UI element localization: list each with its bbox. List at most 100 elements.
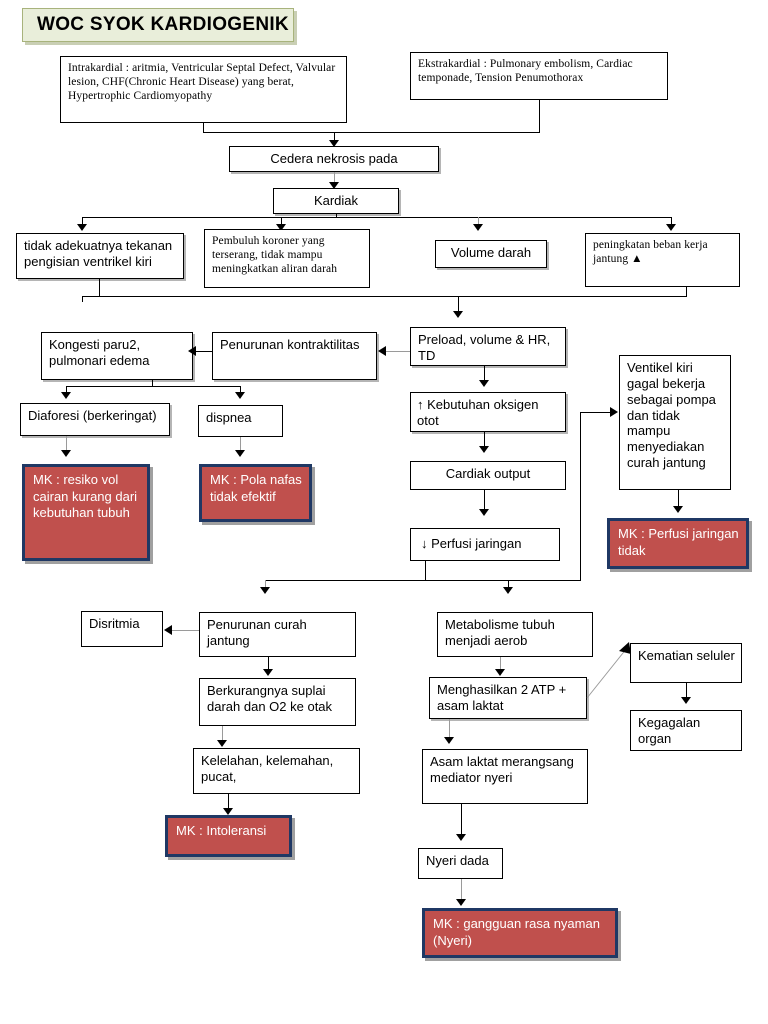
- connector-row2-down-1: [99, 279, 100, 296]
- connector-kebutuhan-to-cardiak-output: [484, 432, 485, 448]
- node-kelelahan: Kelelahan, kelemahan, pucat,: [193, 748, 360, 794]
- connector-fan-right: [508, 580, 509, 589]
- arrow-to-kebutuhan: [479, 380, 489, 387]
- arrow-branch-1: [77, 224, 87, 231]
- connector-top-merge-bar: [203, 132, 540, 133]
- connector-perfusi-stem: [425, 561, 426, 580]
- node-menghasilkan: Menghasilkan 2 ATP + asam laktat: [429, 677, 587, 719]
- node-volume-darah: Volume darah: [435, 240, 547, 268]
- arrow-to-cedera: [329, 140, 339, 147]
- connector-asam-laktat-to-nyeri: [461, 804, 462, 836]
- node-kegagalan-organ: Kegagalan organ: [630, 710, 742, 751]
- arrow-to-cardiak-output: [479, 446, 489, 453]
- arrow-branch-2: [276, 224, 286, 231]
- arrow-to-kelelahan: [217, 740, 227, 747]
- connector-branch-4: [671, 217, 672, 226]
- connector-kongesti-fan-left: [66, 386, 67, 394]
- connector-metabolisme-to-menghasilkan: [500, 657, 501, 671]
- mk-pola-nafas: MK : Pola nafas tidak efektif: [199, 464, 312, 522]
- mk-perfusi-jaringan: MK : Perfusi jaringan tidak: [607, 518, 749, 569]
- connector-intrakardial-down: [203, 123, 204, 132]
- arrow-to-mk-resiko: [61, 450, 71, 457]
- mk-resiko-vol-cairan: MK : resiko vol cairan kurang dari kebut…: [22, 464, 150, 561]
- connector-cardiak-output-to-perfusi: [484, 490, 485, 511]
- connector-cedera-kardiak: [334, 172, 335, 184]
- connector-merge-to-cedera: [334, 132, 335, 142]
- arrow-to-kardiak: [329, 182, 339, 189]
- connector-row2-merge-left: [82, 296, 83, 302]
- arrow-to-dispnea: [235, 392, 245, 399]
- arrow-to-menghasilkan: [495, 669, 505, 676]
- connector-fan-left: [265, 580, 266, 589]
- connector-branch-3: [478, 217, 479, 226]
- node-diaforesi: Diaforesi (berkeringat): [20, 403, 170, 436]
- connector-ventrikel-to-mk-perfusi: [678, 490, 679, 508]
- node-perfusi-jaringan: ↓ Perfusi jaringan: [410, 528, 560, 561]
- connector-berkurangnya-to-kelelahan: [222, 726, 223, 742]
- node-metabolisme: Metabolisme tubuh menjadi aerob: [437, 612, 593, 657]
- arrow-to-ventrikel: [610, 407, 618, 417]
- connector-right-vertical: [580, 412, 581, 580]
- arrow-branch-4: [666, 224, 676, 231]
- connector-ekstrakardial-down: [539, 100, 540, 132]
- connector-diaforesi-down: [66, 436, 67, 452]
- node-penurunan-kontraktilitas: Penurunan kontraktilitas: [212, 332, 377, 380]
- connector-curah-to-berkurangnya: [268, 657, 269, 671]
- node-asam-laktat: Asam laktat merangsang mediator nyeri: [422, 749, 588, 804]
- arrow-to-mk-perfusi: [673, 506, 683, 513]
- arrow-to-nyeri: [456, 834, 466, 841]
- connector-kematian-to-kegagalan: [686, 683, 687, 699]
- connector-kongesti-fan-right: [240, 386, 241, 394]
- arrow-to-preload: [453, 311, 463, 318]
- node-peningkatan-beban: peningkatan beban kerja jantung ▲: [585, 233, 740, 287]
- node-preload: Preload, volume & HR, TD: [410, 327, 566, 366]
- node-tidak-adekuat: tidak adekuatnya tekanan pengisian ventr…: [16, 233, 184, 279]
- arrow-to-kegagalan: [681, 697, 691, 704]
- mk-gangguan-rasa-nyaman: MK : gangguan rasa nyaman (Nyeri): [422, 908, 618, 958]
- node-cedera-nekrosis: Cedera nekrosis pada: [229, 146, 439, 172]
- node-kebutuhan-oksigen: ↑ Kebutuhan oksigen otot: [410, 392, 566, 432]
- up-arrow-icon: ↑: [417, 397, 424, 412]
- connector-row2-down-4: [686, 287, 687, 296]
- connector-kongesti-stem: [152, 380, 153, 386]
- node-kematian-seluler: Kematian seluler: [630, 643, 742, 683]
- connector-branch-2: [281, 217, 282, 226]
- node-pembuluh-koroner: Pembuluh koroner yang terserang, tidak m…: [204, 229, 370, 288]
- connector-merge-to-preload: [458, 296, 459, 313]
- node-intrakardial: Intrakardial : aritmia, Ventricular Sept…: [60, 56, 347, 123]
- down-arrow-icon: ↓: [421, 536, 428, 551]
- arrow-to-kontraktilitas: [378, 346, 386, 356]
- node-berkurangnya: Berkurangnya suplai darah dan O2 ke otak: [199, 678, 356, 726]
- diagram-title: WOC SYOK KARDIOGENIK: [22, 8, 294, 42]
- arrow-to-mk-pola-nafas: [235, 450, 245, 457]
- node-ventrikel-kiri: Ventikel kiri gagal bekerja sebagai pomp…: [619, 355, 731, 490]
- connector-kardiak-fanout-bar: [82, 217, 671, 218]
- connector-nyeri-to-mk-nyeri: [461, 879, 462, 901]
- node-disritmia: Disritmia: [81, 611, 163, 647]
- mk-intoleransi: MK : Intoleransi: [165, 815, 292, 857]
- arrow-to-kongesti: [188, 346, 196, 356]
- arrow-to-diaforesi: [61, 392, 71, 399]
- connector-to-ventrikel: [580, 412, 612, 413]
- connector-menghasilkan-to-asam-laktat: [449, 719, 450, 739]
- arrow-to-perfusi: [479, 509, 489, 516]
- connector-preload-to-kontraktilitas: [386, 351, 410, 352]
- connector-kardiak-stem: [336, 214, 337, 218]
- node-cardiak-output: Cardiak output: [410, 461, 566, 490]
- connector-kontraktilitas-to-kongesti: [196, 351, 212, 352]
- connector-bottom-fan-bar: [265, 580, 581, 581]
- node-kardiak: Kardiak: [273, 188, 399, 214]
- node-nyeri-dada: Nyeri dada: [418, 848, 503, 879]
- connector-menghasilkan-to-kematian: [586, 642, 631, 699]
- connector-row2-merge-bar: [82, 296, 687, 297]
- connector-kongesti-fan-bar: [66, 386, 240, 387]
- node-penurunan-curah: Penurunan curah jantung: [199, 612, 356, 657]
- arrow-to-mk-nyeri: [456, 899, 466, 906]
- arrow-to-asam-laktat: [444, 737, 454, 744]
- arrow-to-metabolisme: [503, 587, 513, 594]
- node-dispnea: dispnea: [198, 405, 283, 437]
- connector-preload-to-kebutuhan: [484, 366, 485, 382]
- node-ekstrakardial: Ekstrakardial : Pulmonary embolism, Card…: [410, 52, 668, 100]
- arrow-to-mk-intoleransi: [223, 808, 233, 815]
